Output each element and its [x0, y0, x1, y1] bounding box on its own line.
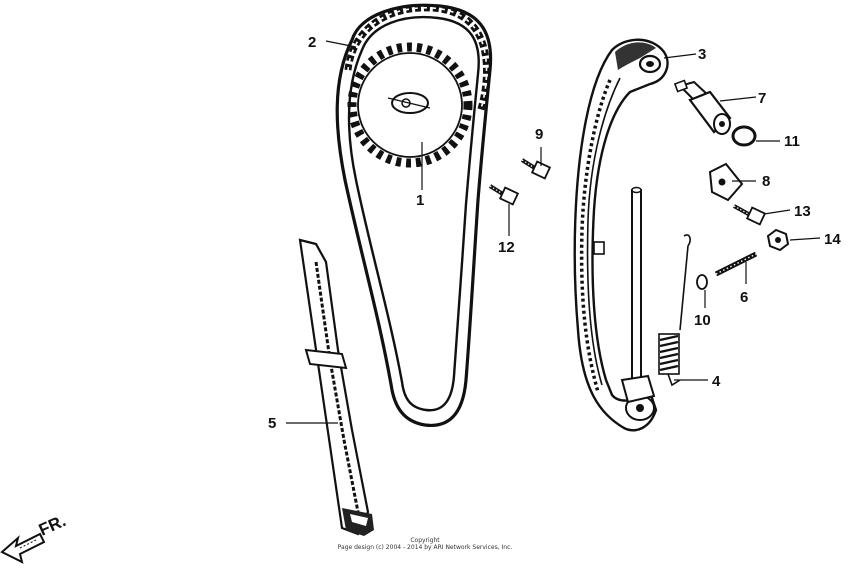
- callout-2: 2: [308, 34, 316, 51]
- bolt-13: [733, 204, 767, 226]
- washer-10: [696, 274, 708, 290]
- nut-14: [766, 228, 790, 252]
- callout-7: 7: [758, 90, 766, 107]
- leader-lines: [286, 40, 821, 424]
- copyright-notice: Page design (c) 2004 - 2014 by ARI Netwo…: [337, 544, 513, 551]
- chain-guide: [298, 238, 374, 536]
- tensioner-pivot: [673, 79, 732, 135]
- bolt-12: [488, 184, 520, 206]
- front-direction-label: FR.: [36, 511, 69, 539]
- cam-sprocket: [347, 42, 473, 168]
- callout-10: 10: [694, 312, 711, 329]
- callout-6: 6: [740, 289, 748, 306]
- callout-13: 13: [794, 203, 811, 220]
- cam-chain: [335, 3, 493, 427]
- callout-12: 12: [498, 239, 515, 256]
- copyright-title: Copyright: [410, 537, 440, 544]
- o-ring: [731, 125, 757, 147]
- callout-4: 4: [712, 373, 721, 390]
- callout-14: 14: [824, 231, 841, 248]
- callout-labels: 1 2 3 4 5 6 7 8 9 10 11 12 13 14: [268, 34, 841, 432]
- adjusting-bolt: [714, 251, 758, 277]
- stopper-plate: [708, 162, 744, 202]
- callout-5: 5: [268, 415, 276, 432]
- chain-tensioner-arm: [573, 38, 669, 432]
- callout-1: 1: [416, 192, 424, 209]
- callout-3: 3: [698, 46, 706, 63]
- callout-9: 9: [535, 126, 543, 143]
- bolt-9: [520, 158, 552, 180]
- tensioner-spring: [658, 234, 691, 387]
- callout-8: 8: [762, 173, 770, 190]
- tensioner-rod: [620, 186, 656, 404]
- callout-11: 11: [784, 133, 800, 150]
